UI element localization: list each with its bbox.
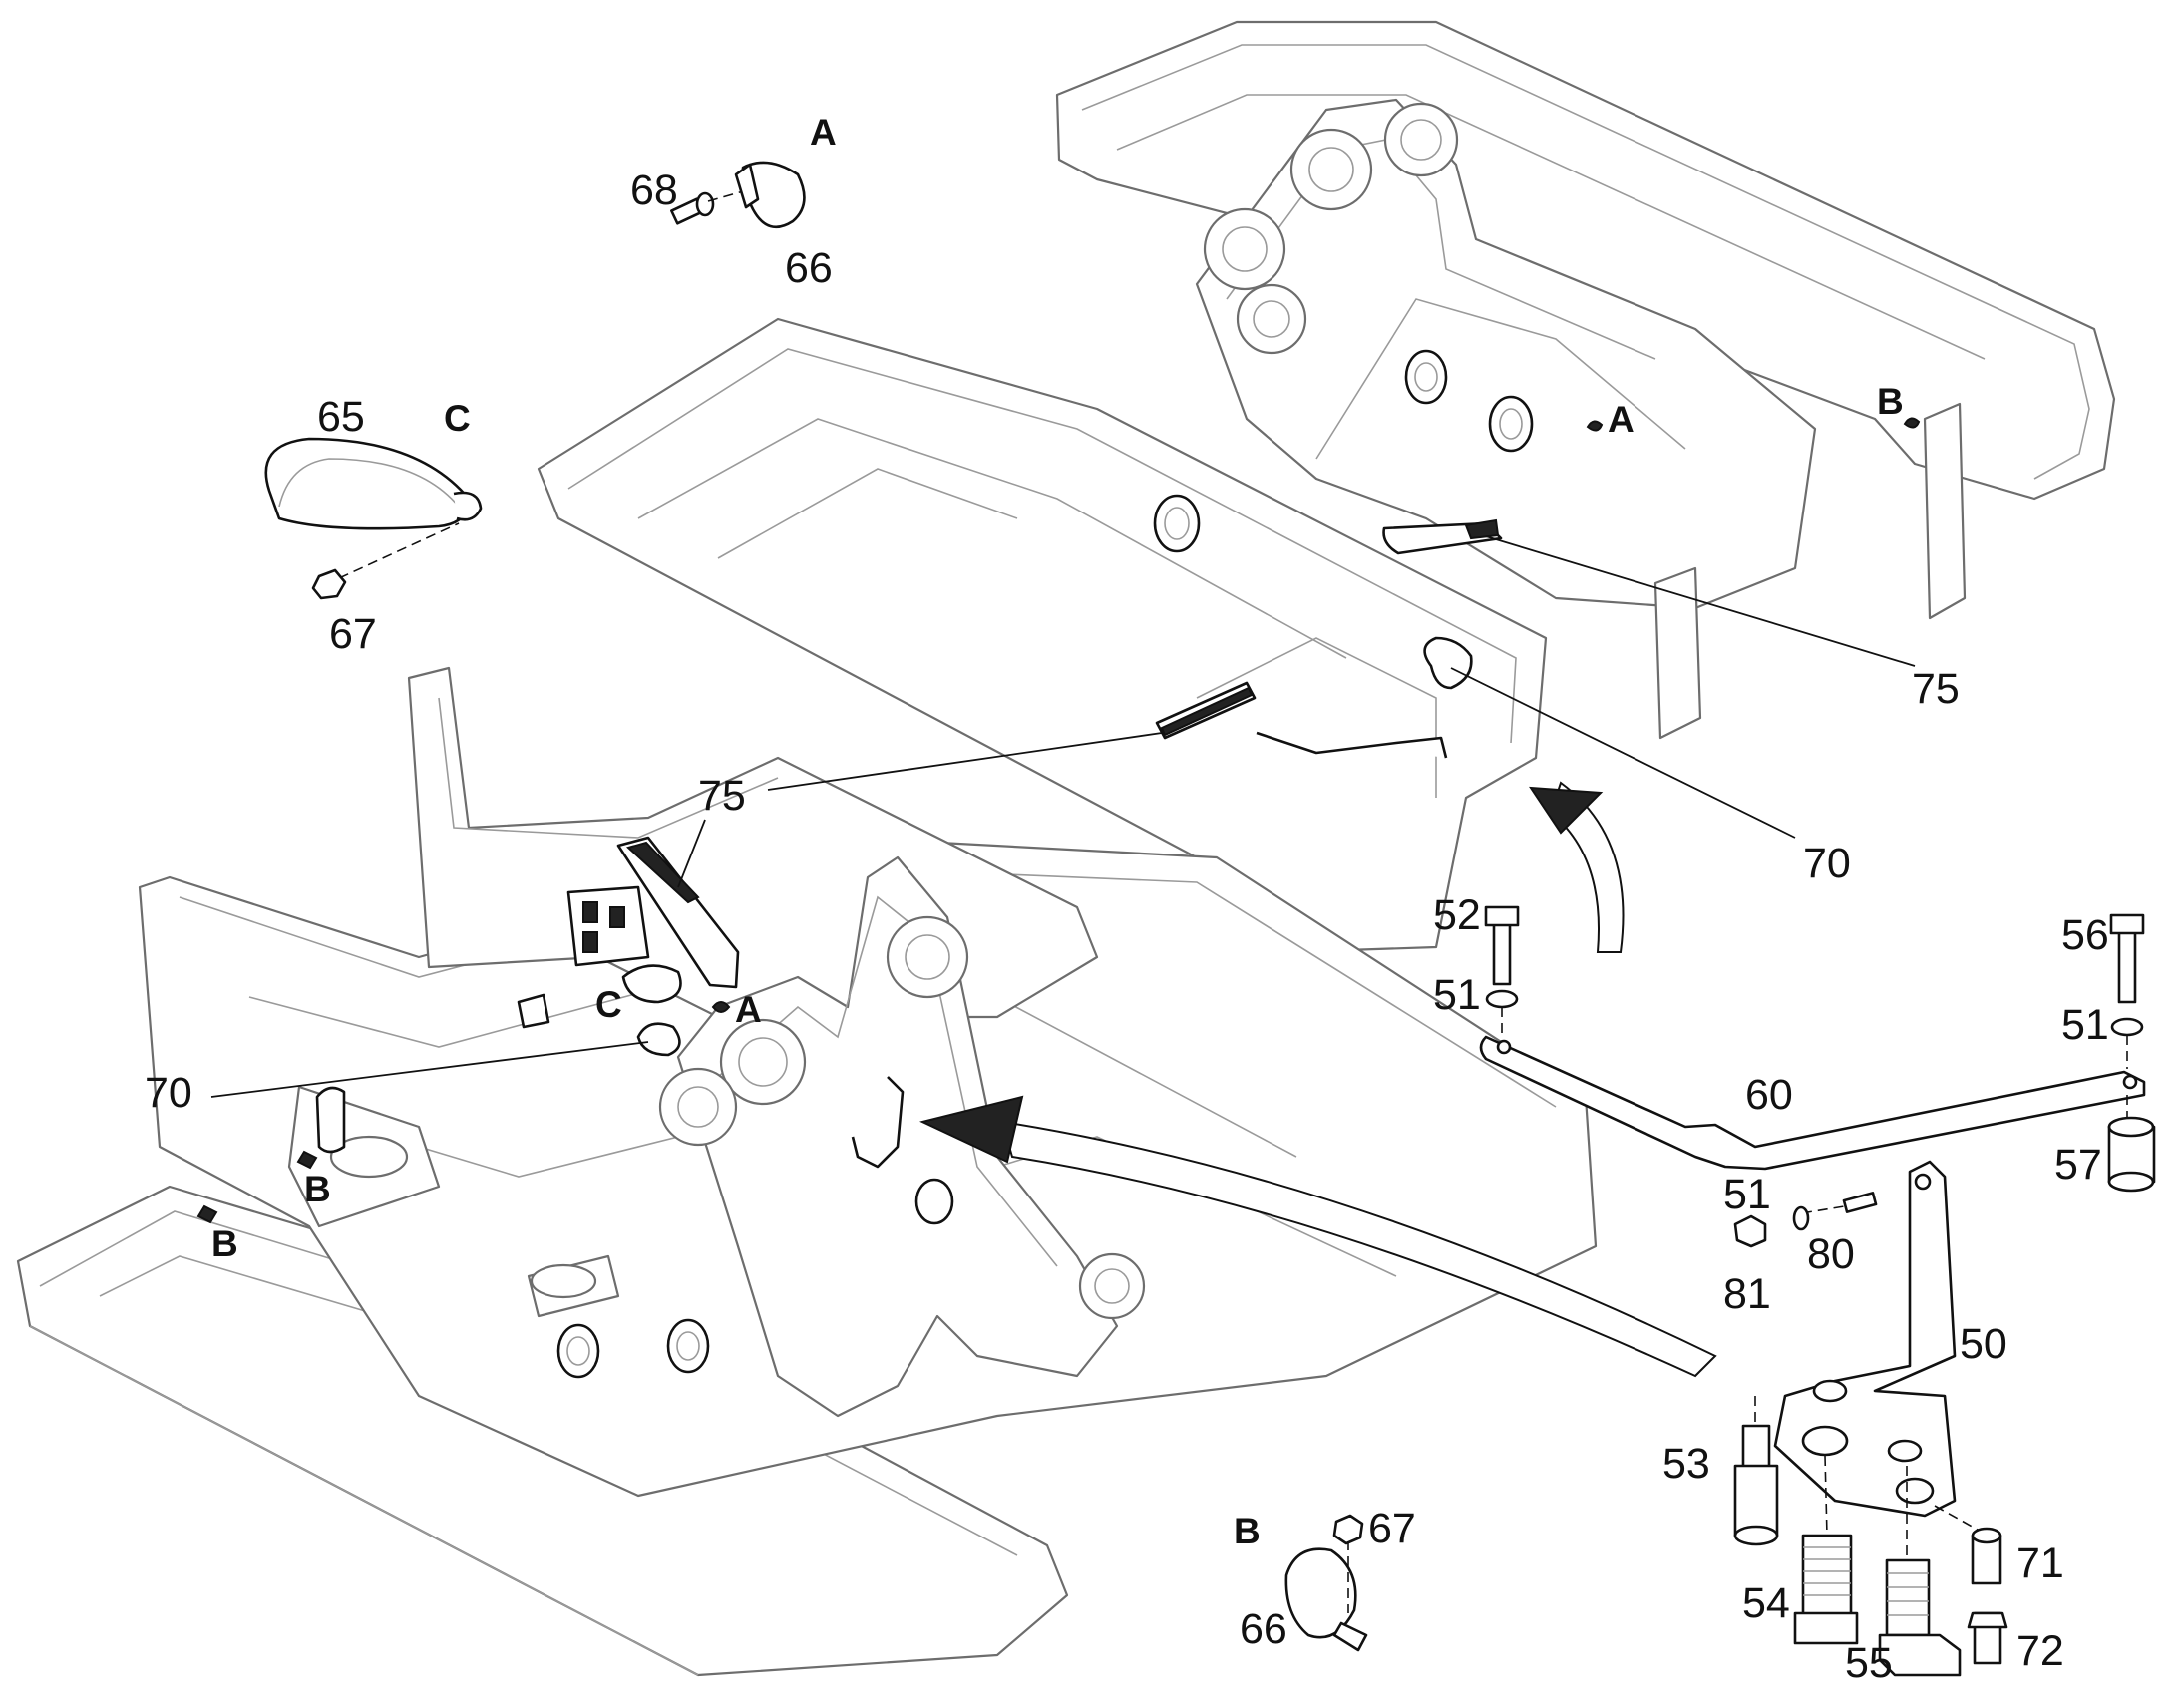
clamp-65	[264, 437, 483, 530]
fitting-72	[1967, 1611, 2008, 1665]
callout-51-a: 51	[1433, 971, 1481, 1019]
frame-marker-B-upper: B	[1877, 381, 1904, 422]
bolt-52	[1484, 905, 1520, 986]
detail-parts	[264, 161, 2156, 1677]
frame-marker-B-lower-2: B	[211, 1223, 238, 1264]
arrow-head-upper	[1529, 786, 1604, 835]
callout-65: 65	[317, 393, 365, 441]
clamp-66-b	[1284, 1547, 1368, 1652]
frame-marker-B-lower-1: B	[304, 1169, 331, 1209]
callout-66-a: 66	[785, 244, 833, 292]
washer-51-b	[2110, 1017, 2144, 1037]
callout-75-mid: 75	[698, 772, 746, 820]
callout-56: 56	[2061, 911, 2109, 959]
stud-80	[1842, 1192, 1878, 1213]
callout-54: 54	[1742, 1579, 1790, 1627]
callout-75-right: 75	[1912, 665, 1960, 713]
callout-71: 71	[2016, 1539, 2064, 1587]
callout-67-b: 67	[1368, 1505, 1416, 1552]
fitting-54	[1793, 1534, 1859, 1645]
nut-67-a	[311, 568, 347, 600]
lower-frame-drawing	[16, 666, 1598, 1677]
nut-81	[1733, 1214, 1767, 1248]
callout-51-c: 51	[1723, 1171, 1771, 1218]
callout-51-b: 51	[2061, 1001, 2109, 1049]
spacer-57	[2107, 1116, 2156, 1193]
label-B-bottom: B	[1234, 1511, 1261, 1551]
callout-labels: 68 66 A 65 C 67 75 70 75 70 52 51 56 51 …	[145, 112, 2109, 1687]
frame-marker-C-lower: C	[595, 984, 622, 1025]
leader-lines	[210, 535, 1916, 1098]
callout-50: 50	[1960, 1320, 2007, 1368]
arrow-head-lower	[919, 1095, 1024, 1164]
clamp-66-a	[734, 161, 806, 229]
nut-67-b	[1332, 1514, 1364, 1545]
screw-68	[670, 191, 715, 225]
label-C-top: C	[444, 398, 471, 439]
callout-80: 80	[1807, 1230, 1855, 1278]
label-A-top: A	[810, 112, 837, 153]
valve-53	[1733, 1424, 1779, 1546]
callout-70-right: 70	[1803, 840, 1851, 887]
callout-81: 81	[1723, 1270, 1771, 1318]
washer-51-c	[1792, 1205, 1810, 1231]
upper-frame-drawing	[537, 20, 2116, 954]
bolt-56	[2109, 913, 2145, 1004]
callout-72: 72	[2016, 1627, 2064, 1675]
callout-53: 53	[1662, 1440, 1710, 1488]
bracket-60	[1479, 1035, 2146, 1171]
frame-marker-A-upper: A	[1608, 399, 1635, 440]
callout-55: 55	[1845, 1639, 1893, 1687]
callout-52: 52	[1433, 891, 1481, 939]
callout-66-b: 66	[1240, 1605, 1287, 1653]
fitting-71	[1971, 1527, 2002, 1585]
callout-67-a: 67	[329, 610, 377, 658]
callout-57: 57	[2054, 1141, 2102, 1189]
frame-marker-A-lower: A	[735, 989, 762, 1030]
callout-70-left: 70	[145, 1069, 192, 1117]
washer-51-a	[1485, 989, 1519, 1009]
detail-arrows	[919, 781, 1717, 1378]
callout-60: 60	[1745, 1071, 1793, 1119]
callout-68: 68	[630, 167, 678, 214]
elbow-55	[1878, 1558, 1962, 1677]
